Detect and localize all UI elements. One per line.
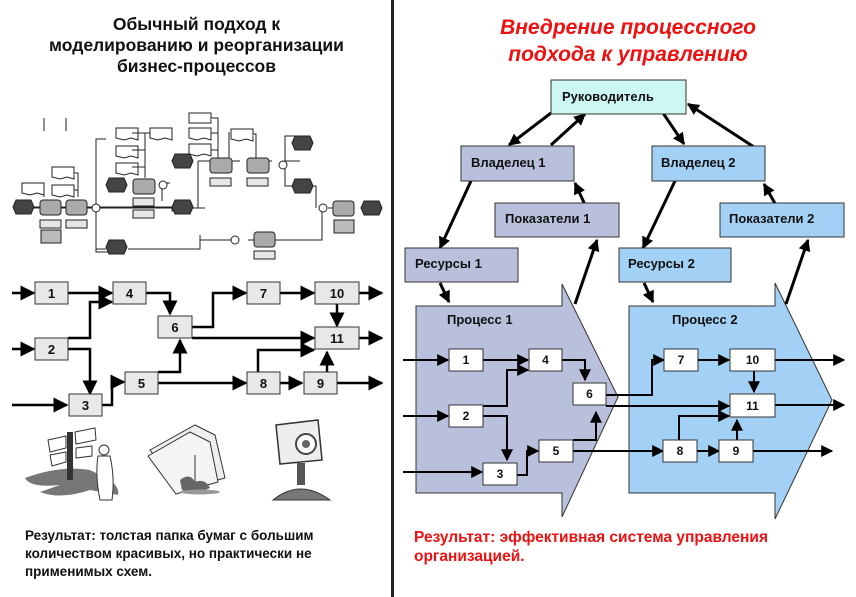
left-diagrams: 1 2 3 4 5 6 7 8 9 10 11 (12, 112, 384, 501)
epc-functions (39, 157, 355, 248)
proc-box-6: 6 (572, 382, 607, 406)
proc-box-10: 10 (729, 348, 776, 372)
proc-box-8-label: 8 (677, 444, 684, 458)
left-result-line-1: Результат: толстая папка бумаг с большим (25, 528, 314, 543)
proc-box-4-label: 4 (542, 353, 549, 367)
epc-elements (12, 112, 383, 260)
left-box-4: 4 (112, 281, 147, 305)
left-box-6-label: 6 (171, 320, 178, 335)
signpost-man-clipart (25, 427, 119, 501)
right-result-line-1: Результат: эффективная система управлени… (414, 529, 768, 546)
process-flow-arrows (403, 354, 846, 478)
process-2-boxes: 7 8 9 10 11 (662, 348, 776, 463)
left-box-9: 9 (303, 371, 338, 395)
indicators-1-label: Показатели 1 (505, 211, 590, 226)
left-box-10-label: 10 (330, 286, 344, 301)
left-box-3: 3 (68, 393, 103, 417)
proc-box-1-label: 1 (463, 353, 470, 367)
left-box-9-label: 9 (317, 376, 324, 391)
left-result-line-2: количеством красивых, но практически не (25, 546, 312, 561)
left-title-line-2: моделированию и реорганизации (49, 35, 344, 55)
proc-box-11: 11 (729, 393, 776, 418)
proc-box-8: 8 (662, 439, 698, 463)
manager-box (550, 79, 687, 115)
owner-1-label: Владелец 1 (471, 155, 546, 170)
process-2-arrow (628, 282, 833, 520)
right-title-line-2: подхода к управлению (508, 43, 748, 66)
paper-pile-clipart (147, 424, 226, 495)
proc-box-9: 9 (718, 439, 754, 463)
owner-1-box (460, 145, 575, 182)
epc-org-units (39, 177, 355, 260)
left-box-4-label: 4 (126, 286, 134, 301)
proc-box-5: 5 (538, 439, 574, 463)
left-box-3-label: 3 (82, 398, 89, 413)
process-1-boxes: 1 2 3 4 5 6 (448, 348, 607, 486)
left-title-line-1: Обычный подход к (112, 14, 281, 34)
right-result-line-2: организацией. (414, 548, 525, 565)
proc-box-3-label: 3 (497, 467, 504, 481)
left-title: Обычный подход к моделированию и реорган… (0, 14, 393, 77)
left-title-line-3: бизнес-процессов (116, 56, 277, 76)
left-box-7: 7 (246, 281, 281, 305)
owner-2-box (651, 145, 766, 182)
management-arrows (438, 102, 811, 305)
epc-events (12, 135, 383, 255)
indicators-1-box (494, 202, 620, 238)
proc-box-3: 3 (482, 462, 518, 486)
left-box-11-label: 11 (330, 331, 344, 346)
left-result-line-3: применимых схем. (25, 564, 152, 579)
left-flow-arrows (12, 285, 384, 413)
panel-divider (391, 0, 394, 597)
right-title-line-1: Внедрение процессного (500, 16, 756, 39)
indicators-2-label: Показатели 2 (729, 211, 814, 226)
proc-box-2-label: 2 (463, 409, 470, 423)
left-box-6: 6 (157, 315, 193, 339)
resources-1-label: Ресурсы 1 (415, 256, 482, 271)
left-box-5-label: 5 (138, 376, 145, 391)
resources-1-box (404, 247, 519, 283)
proc-box-9-label: 9 (733, 444, 740, 458)
manager-label: Руководитель (562, 89, 654, 104)
epc-diagram (34, 118, 336, 253)
epc-documents (21, 112, 257, 198)
left-box-10: 10 (314, 281, 360, 305)
resources-2-box (618, 247, 732, 283)
owner-2-label: Владелец 2 (661, 155, 736, 170)
left-box-8: 8 (246, 371, 281, 395)
left-box-5: 5 (124, 371, 159, 395)
proc-box-11-label: 11 (746, 399, 759, 413)
left-result-text: Результат: толстая папка бумаг с большим… (25, 527, 385, 581)
left-box-1-label: 1 (48, 286, 55, 301)
proc-box-4: 4 (528, 348, 563, 372)
left-box-1: 1 (34, 281, 69, 305)
process-1-arrow (415, 283, 619, 518)
proc-box-1: 1 (448, 348, 484, 372)
left-box-2-label: 2 (48, 342, 55, 357)
proc-box-2: 2 (448, 404, 484, 428)
process-2-label: Процесс 2 (672, 312, 738, 327)
epc-connectors (91, 160, 328, 245)
right-title: Внедрение процессного подхода к управлен… (400, 14, 856, 68)
proc-box-5-label: 5 (553, 444, 560, 458)
left-box-2: 2 (34, 337, 69, 361)
left-box-11: 11 (314, 326, 360, 350)
target-folder-clipart (271, 419, 332, 501)
left-box-8-label: 8 (260, 376, 267, 391)
left-flow-boxes: 1 2 3 4 5 6 7 8 9 10 11 (34, 281, 360, 417)
left-box-7-label: 7 (260, 286, 267, 301)
right-result-text: Результат: эффективная система управлени… (414, 528, 854, 566)
proc-box-10-label: 10 (746, 353, 760, 367)
proc-box-6-label: 6 (586, 387, 593, 401)
proc-box-7: 7 (663, 348, 699, 372)
resources-2-label: Ресурсы 2 (628, 256, 695, 271)
indicators-2-box (719, 202, 845, 238)
proc-box-7-label: 7 (678, 353, 685, 367)
process-1-label: Процесс 1 (447, 312, 513, 327)
